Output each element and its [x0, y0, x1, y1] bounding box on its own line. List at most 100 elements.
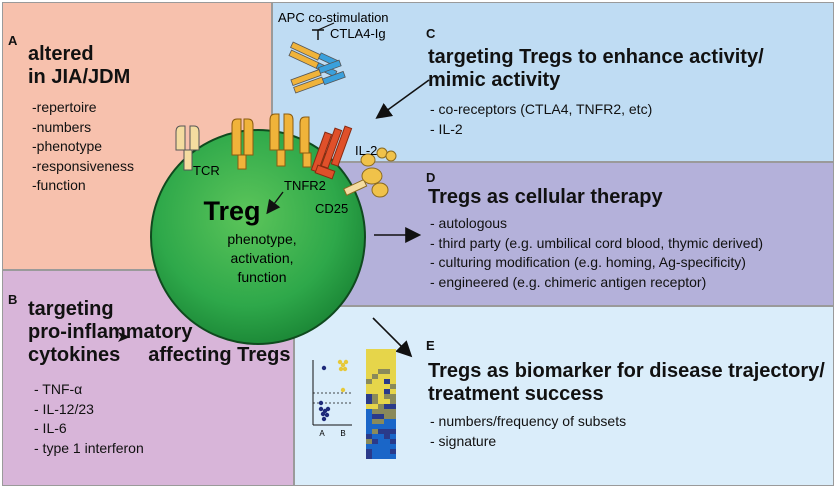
list-item: - IL-2 [430, 120, 463, 137]
heatmap-cell [384, 374, 390, 379]
heatmap-cell [378, 359, 384, 364]
heatmap-cell [390, 444, 396, 449]
mini-dot-plot: A B [312, 359, 352, 438]
heatmap-cell [366, 349, 372, 354]
heatmap-cell [366, 444, 372, 449]
heatmap-cell [372, 354, 378, 359]
heatmap-cell [378, 384, 384, 389]
tcr-receptor-icon [175, 125, 200, 171]
heatmap-cell [378, 409, 384, 414]
list-item: - co-receptors (CTLA4, TNFR2, etc) [430, 101, 653, 117]
plot-x-label: B [340, 429, 345, 438]
heatmap-cell [366, 359, 372, 364]
mini-heatmap [366, 349, 396, 459]
heatmap-cell [366, 369, 372, 374]
heatmap-cell [384, 414, 390, 419]
heatmap-cell [378, 369, 384, 374]
heatmap-cell [378, 419, 384, 424]
heatmap-cell [366, 419, 372, 424]
heatmap-cell [390, 449, 396, 454]
heatmap-cell [378, 429, 384, 434]
panel-e-title-line: treatment success [428, 383, 604, 405]
heatmap-cell [378, 394, 384, 399]
heatmap-cell [384, 389, 390, 394]
heatmap-cell [366, 454, 372, 459]
heatmap-cell [372, 374, 378, 379]
heatmap-cell [372, 429, 378, 434]
heatmap-cell [366, 374, 372, 379]
heatmap-cell [372, 414, 378, 419]
heatmap-cell [372, 444, 378, 449]
panel-e-list: - numbers/frequency of subsets - signatu… [430, 412, 626, 451]
heatmap-cell [390, 414, 396, 419]
arrow-to-cell [375, 79, 430, 119]
heatmap-cell [366, 394, 372, 399]
heatmap-cell [372, 404, 378, 409]
list-item: - numbers/frequency of subsets [430, 413, 627, 429]
panel-c-title-line: mimic activity [428, 69, 561, 91]
heatmap-cell [366, 409, 372, 414]
heatmap-cell [384, 434, 390, 439]
heatmap-cell [378, 414, 384, 419]
panel-a-letter: A [8, 33, 18, 48]
heatmap-cell [384, 454, 390, 459]
panel-b-title-line: pro-inflammatory [28, 321, 193, 343]
heatmap-cell [384, 354, 390, 359]
arrow-cytokines-icon [118, 332, 130, 342]
cell-line: activation, [230, 250, 293, 266]
tnfr2-receptor-icon [310, 125, 353, 180]
heatmap-cell [390, 384, 396, 389]
list-item: -repertoire [32, 99, 97, 115]
heatmap-cell [384, 409, 390, 414]
heatmap-cell [366, 449, 372, 454]
list-item: - third party (e.g. umbilical cord blood… [430, 234, 764, 251]
cell-line: phenotype, [227, 231, 296, 247]
heatmap-cell [372, 384, 378, 389]
heatmap-cell [372, 379, 378, 384]
treg-title: Treg [203, 196, 260, 226]
heatmap-cell [378, 449, 384, 454]
list-item: -phenotype [32, 138, 103, 154]
heatmap-cell [372, 359, 378, 364]
heatmap-cell [372, 434, 378, 439]
panel-b-title-line: targeting [28, 298, 114, 320]
il2-label: IL-2 [355, 143, 377, 158]
arrow-in-cell [266, 191, 284, 215]
panel-c-title: targeting Tregs to enhance activity/ mim… [428, 46, 764, 92]
heatmap-cell [378, 374, 384, 379]
heatmap-cell [378, 389, 384, 394]
heatmap-cell [384, 384, 390, 389]
heatmap-cell [384, 359, 390, 364]
ctla4-ig-icon [288, 41, 346, 94]
heatmap-cell [384, 439, 390, 444]
heatmap-cell [384, 379, 390, 384]
panel-a-list: -repertoire -numbers -phenotype -respons… [32, 98, 134, 196]
tnfr2-label: TNFR2 [284, 178, 326, 193]
heatmap-cell [372, 449, 378, 454]
panel-b-letter: B [8, 292, 18, 307]
cd25-label: CD25 [315, 201, 348, 216]
apc-costimulation-icon [312, 22, 335, 40]
heatmap-cell [378, 454, 384, 459]
list-item: - IL-12/23 [34, 400, 94, 417]
heatmap-cell [390, 364, 396, 369]
heatmap-cell [390, 434, 396, 439]
heatmap-cell [390, 419, 396, 424]
heatmap-cell [366, 354, 372, 359]
heatmap-cell [384, 394, 390, 399]
heatmap-cell [390, 379, 396, 384]
panel-c-title-line: targeting Tregs to enhance activity/ [428, 46, 764, 68]
panel-a-title: altered in JIA/JDM [28, 43, 130, 89]
heatmap-cell [378, 444, 384, 449]
panel-a-title-line: in JIA/JDM [28, 66, 131, 88]
heatmap-cell [372, 419, 378, 424]
panel-a-title-line: altered [28, 43, 94, 65]
heatmap-cell [372, 439, 378, 444]
list-item: -responsiveness [32, 157, 134, 174]
heatmap-cell [390, 354, 396, 359]
heatmap-cell [372, 424, 378, 429]
heatmap-cell [366, 399, 372, 404]
heatmap-cell [378, 349, 384, 354]
